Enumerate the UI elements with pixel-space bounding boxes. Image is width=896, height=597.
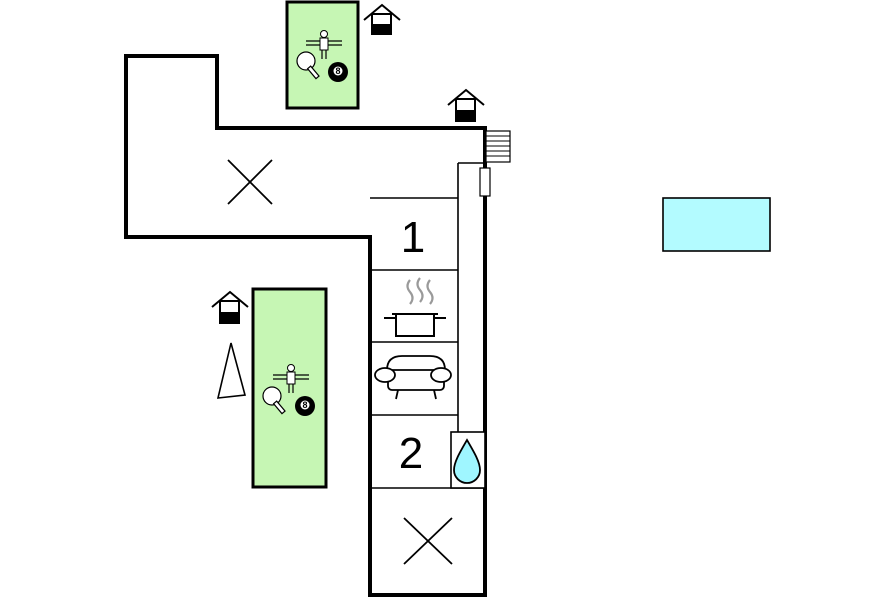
sofa-icon (374, 355, 452, 400)
table-tennis-icon (262, 386, 286, 415)
main-building-outline (124, 54, 487, 597)
cross-icon (403, 517, 453, 565)
game-room-left: 8 (251, 287, 328, 489)
pool (662, 197, 771, 252)
house-icon (447, 88, 485, 122)
water-drop-icon (453, 438, 481, 484)
stairs-icon (485, 130, 511, 163)
svg-text:8: 8 (302, 400, 307, 410)
billiard-ball-icon: 8 (295, 396, 315, 416)
table-tennis-icon (296, 51, 320, 80)
tent-icon (216, 342, 247, 399)
foosball-icon (306, 30, 342, 59)
bedroom-1-number: 1 (401, 213, 425, 262)
billiard-ball-icon: 8 (328, 62, 348, 82)
game-room-top: 8 (285, 0, 360, 110)
door-marker (479, 167, 491, 197)
foosball-icon (273, 364, 309, 393)
cross-icon (227, 159, 273, 205)
house-icon (363, 3, 401, 35)
house-icon (211, 290, 249, 324)
bedroom-2-number: 2 (399, 429, 423, 478)
cooking-pot-icon (384, 277, 446, 337)
svg-text:8: 8 (335, 66, 340, 76)
